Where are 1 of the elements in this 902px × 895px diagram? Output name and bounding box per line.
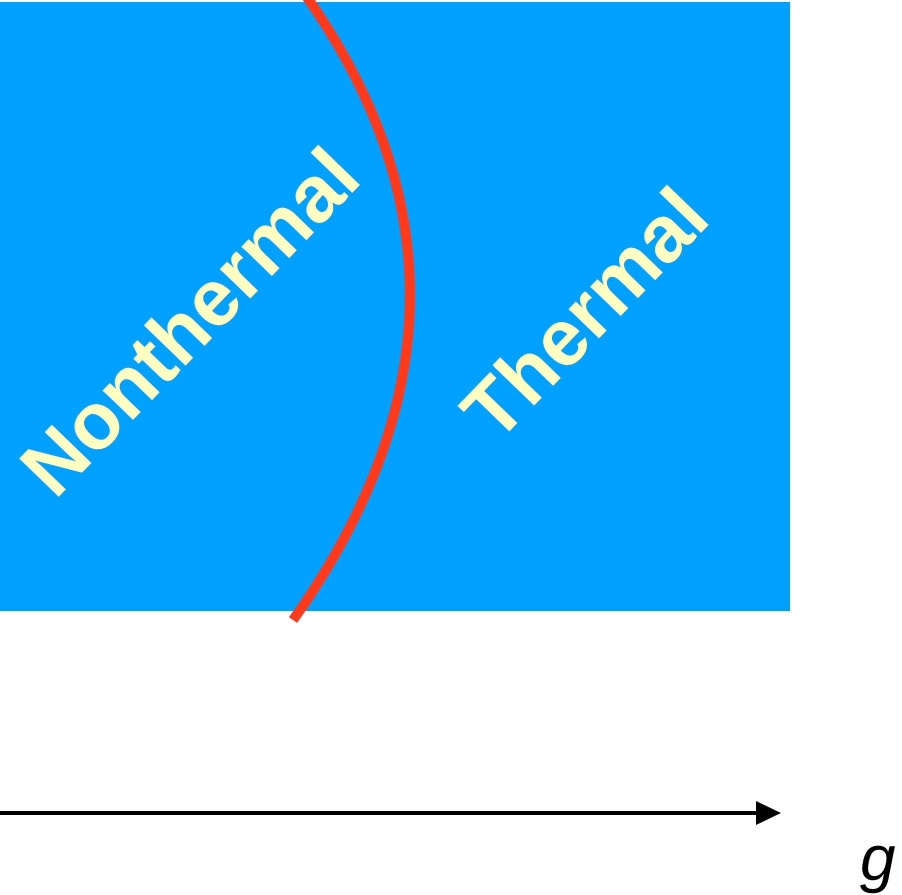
region-panel xyxy=(0,2,790,611)
